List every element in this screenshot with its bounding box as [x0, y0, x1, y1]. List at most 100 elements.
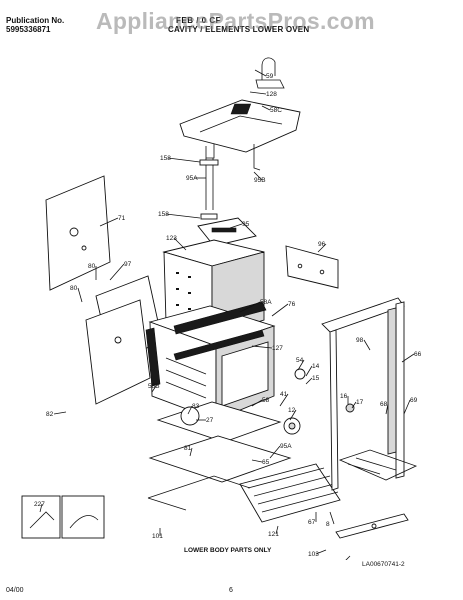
callout-leader — [254, 69, 267, 77]
callout-98: 98 — [356, 337, 364, 344]
callout-227: 227 — [34, 501, 45, 508]
publication-number-label: Publication No. — [6, 16, 65, 25]
callout-leader — [269, 445, 281, 459]
callout-leader — [261, 105, 271, 111]
drawing-code: LA00670741-2 — [362, 561, 405, 568]
callout-leader — [279, 393, 289, 407]
connection-tubes — [199, 144, 261, 220]
front-frame — [321, 297, 405, 491]
callout-97: 97 — [124, 261, 132, 268]
callout-80: 80 — [70, 285, 78, 292]
publication-number: 5995336871 — [6, 25, 51, 34]
callout-leader — [53, 411, 67, 415]
callout-leader — [77, 287, 83, 303]
callout-leader — [305, 377, 313, 385]
callout-leader — [305, 365, 313, 377]
oven-rack — [239, 463, 341, 523]
callout-leader — [151, 385, 157, 393]
callout-leader — [251, 399, 263, 407]
small-components — [180, 368, 355, 435]
callout-96: 96 — [318, 241, 326, 248]
lower-oven-cavity — [145, 305, 276, 421]
callout-81: 81 — [184, 445, 192, 452]
callout-83: 83 — [192, 403, 200, 410]
bottom-plate-82 — [148, 435, 292, 483]
callout-leader — [329, 511, 335, 525]
callout-leader — [249, 91, 267, 95]
callout-12: 12 — [288, 407, 296, 414]
callout-59: 59 — [266, 73, 274, 80]
diagram-title-line2: CAVITY / ELEMENTS LOWER OVEN — [168, 25, 310, 34]
callout-66: 66 — [414, 351, 422, 358]
callout-leader — [239, 301, 261, 313]
callout-leader — [189, 447, 193, 457]
callout-leader — [187, 405, 193, 415]
callout-leader — [229, 223, 243, 229]
callout-128: 128 — [266, 91, 277, 98]
callout-8: 8 — [326, 521, 330, 528]
callout-58: 58 — [262, 397, 270, 404]
bake-element — [338, 449, 418, 481]
callout-leader — [39, 503, 43, 513]
callout-54: 54 — [296, 357, 304, 364]
callout-leader — [315, 549, 327, 555]
callout-80: 80 — [88, 263, 96, 270]
callout-leader — [351, 401, 357, 409]
door-frame — [173, 301, 267, 361]
callout-123: 123 — [166, 235, 177, 242]
callout-68: 68 — [380, 401, 388, 408]
callout-leader — [363, 339, 371, 351]
caption: LOWER BODY PARTS ONLY — [184, 547, 272, 554]
callout-158: 158 — [160, 155, 171, 162]
callout-71: 71 — [118, 215, 126, 222]
callout-leader — [297, 359, 305, 371]
callout-82: 82 — [46, 411, 54, 418]
top-element-tube — [255, 57, 285, 89]
callout-101: 101 — [152, 533, 163, 540]
callout-leader — [271, 303, 289, 317]
inset-141 — [21, 495, 61, 539]
callout-16: 16 — [340, 393, 348, 400]
callout-17: 17 — [356, 399, 364, 406]
callout-leader — [253, 171, 263, 181]
callout-leader — [275, 525, 279, 535]
callout-95: 95 — [242, 221, 250, 228]
callout-58C: 58C — [270, 107, 282, 114]
panel-96 — [285, 245, 339, 289]
callout-leader — [251, 459, 263, 463]
callout-leader — [289, 409, 297, 421]
back-panel-97 — [85, 275, 163, 405]
callout-leader — [167, 157, 201, 163]
callout-95B: 95B — [254, 177, 266, 184]
callout-121: 121 — [268, 531, 279, 538]
callout-leader — [109, 263, 125, 281]
callout-leader — [385, 403, 389, 415]
callout-leader — [165, 213, 201, 219]
callout-65: 65 — [262, 459, 270, 466]
callout-158: 158 — [158, 211, 169, 218]
callout-leader — [401, 353, 415, 363]
diagram-title-line1: FEB / 0 CF — [176, 16, 222, 25]
callout-leader — [99, 217, 119, 227]
top-plate — [179, 99, 301, 153]
broil-element — [147, 475, 251, 511]
watermark: AppliancePartsPros.com — [96, 8, 375, 34]
callout-58B: 58B — [148, 383, 160, 390]
callout-15: 15 — [312, 375, 320, 382]
callout-27: 27 — [206, 417, 214, 424]
callout-103: 103 — [308, 551, 319, 558]
page-number: 6 — [229, 587, 233, 594]
callout-67: 67 — [308, 519, 316, 526]
callout-leader — [173, 237, 187, 251]
callout-14: 14 — [312, 363, 320, 370]
callout-leader — [251, 345, 273, 349]
callout-95A: 95A — [186, 175, 198, 182]
callout-leader — [403, 399, 411, 415]
callout-127: 127 — [272, 345, 283, 352]
callout-41: 41 — [280, 391, 288, 398]
callout-76: 76 — [288, 301, 296, 308]
callout-leader — [345, 555, 351, 560]
inset-227 — [61, 495, 105, 539]
